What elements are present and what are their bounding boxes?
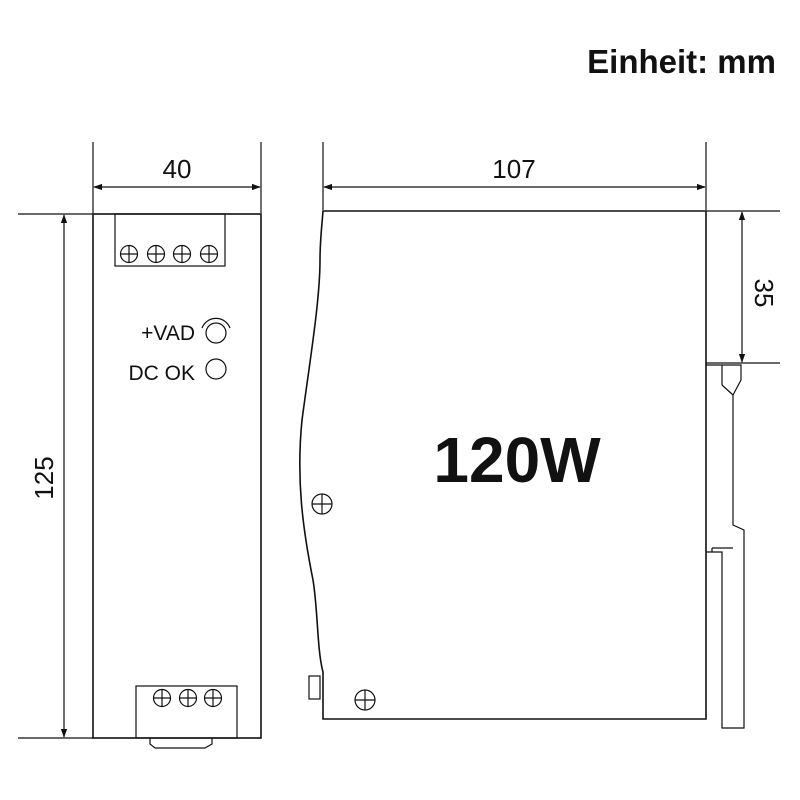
dc-ok-label: DC OK: [128, 362, 195, 385]
front-housing: [92, 213, 262, 739]
side-depth-dimension: 107: [322, 142, 707, 210]
mounting-screw-icon: [311, 493, 333, 515]
terminal-screw-icon: [199, 244, 219, 264]
potentiometer-icon: [201, 317, 231, 344]
height-dimension: 125: [18, 213, 93, 739]
din-rail-clip: [706, 364, 745, 729]
front-width-dimension: 40: [92, 142, 262, 213]
unit-label: Einheit: mm: [587, 43, 776, 80]
terminal-screw-icon: [146, 244, 166, 264]
side-view: 107 35 120W: [299, 142, 780, 729]
terminal-screw-icon: [172, 244, 192, 264]
rail-offset-dimension: 35: [706, 210, 780, 364]
mounting-screw-icon: [354, 689, 376, 711]
side-connector-tab: [308, 675, 321, 700]
terminal-screw-icon: [178, 688, 198, 708]
height-label: 125: [29, 456, 59, 499]
side-housing: [299, 210, 707, 720]
rail-offset-label: 35: [749, 279, 779, 308]
din-clip: [149, 738, 213, 749]
voltage-adjust-label: +VAD: [141, 322, 195, 345]
top-terminal-block: [114, 213, 226, 267]
side-depth-label: 107: [492, 154, 535, 184]
terminal-screw-icon: [203, 688, 223, 708]
terminal-screw-icon: [119, 244, 139, 264]
front-width-label: 40: [163, 154, 192, 184]
terminal-screw-icon: [152, 688, 172, 708]
bottom-terminal-block: [135, 685, 238, 739]
front-view: 40 125 +VAD DC OK: [18, 142, 262, 749]
power-rating: 120W: [433, 424, 601, 496]
led-indicator-icon: [205, 358, 227, 380]
